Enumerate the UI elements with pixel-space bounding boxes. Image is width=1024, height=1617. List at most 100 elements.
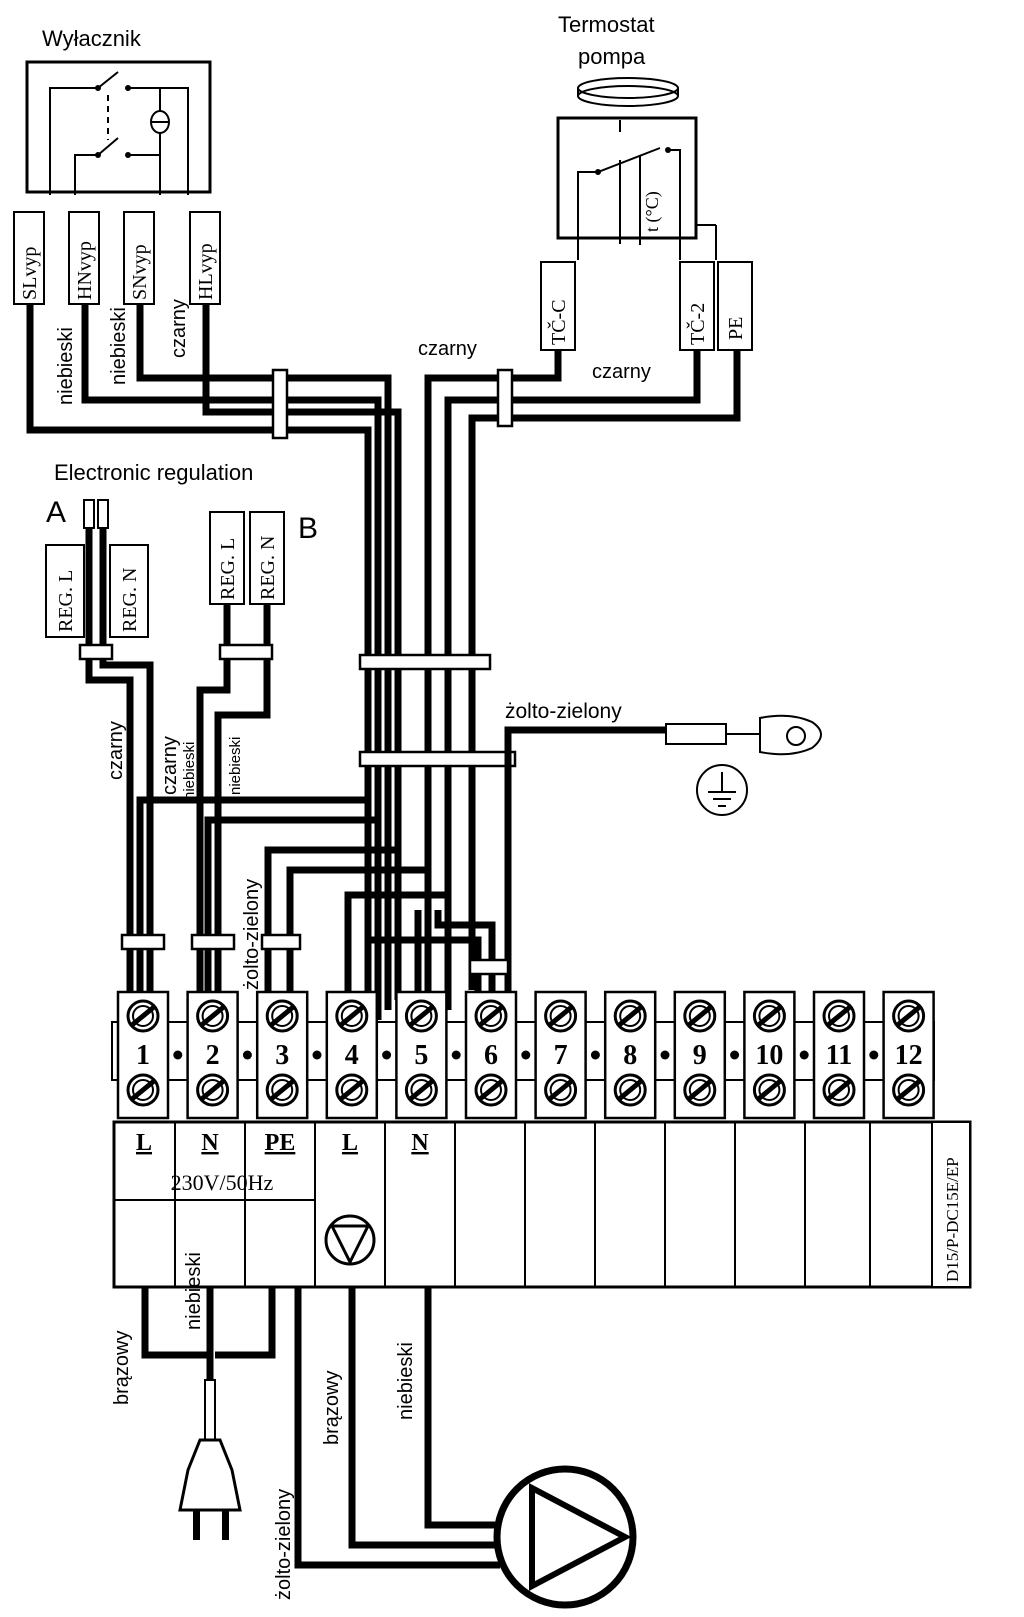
tag-pe: PE bbox=[725, 317, 747, 340]
terminal-6: 6 bbox=[464, 990, 518, 1120]
board-label-n2: N bbox=[411, 1130, 429, 1156]
tag-snvyp: SNvyp bbox=[129, 244, 151, 300]
screw-icon bbox=[822, 999, 856, 1033]
terminal-separator-dot bbox=[173, 1050, 183, 1060]
screw-icon bbox=[544, 999, 578, 1033]
tag-slvyp: SLvyp bbox=[19, 247, 41, 300]
cable-clamp-10 bbox=[468, 958, 510, 976]
terminal-separator-dot bbox=[451, 1050, 461, 1060]
screw-icon bbox=[474, 999, 508, 1033]
label-zolto-zielony-bottom: żolto-zielony bbox=[273, 1489, 295, 1600]
thermostat-tags: TČ-C TČ-2 PE bbox=[540, 261, 753, 351]
label-niebieski-bottom-1: niebieski bbox=[183, 1252, 205, 1330]
terminal-separator-dot bbox=[730, 1050, 740, 1060]
pump-icon bbox=[493, 1465, 637, 1609]
terminal-number: 1 bbox=[136, 1040, 150, 1071]
label-czarny-2: czarny bbox=[418, 338, 477, 360]
screw-icon bbox=[683, 999, 717, 1033]
cable-clamp-9 bbox=[260, 933, 302, 951]
board-label-l2: L bbox=[342, 1130, 358, 1156]
label-zolto-zielony-top: żolto-zielony bbox=[505, 700, 622, 723]
screw-icon bbox=[683, 1073, 717, 1107]
terminal-10: 10 bbox=[743, 990, 796, 1120]
label-czarny-b: czarny bbox=[159, 736, 181, 795]
tag-tc-c: TČ-C bbox=[546, 299, 570, 345]
thermostat-internals: t (°C) bbox=[577, 120, 681, 260]
screw-icon bbox=[126, 1073, 160, 1107]
switch-box bbox=[25, 60, 212, 194]
tag-hlvyp: HLvyp bbox=[195, 243, 217, 300]
terminal-11: 11 bbox=[812, 990, 866, 1120]
screw-icon bbox=[265, 1073, 299, 1107]
tag-reg-l-b: REG. L bbox=[217, 538, 239, 600]
label-niebieski-1: niebieski bbox=[55, 327, 77, 405]
regulation-a-plug bbox=[83, 499, 109, 650]
terminal-9: 9 bbox=[673, 990, 727, 1120]
terminal-number: 7 bbox=[554, 1040, 568, 1071]
label-niebieski-2: niebieski bbox=[108, 307, 130, 385]
screw-icon bbox=[404, 999, 438, 1033]
terminal-number: 2 bbox=[206, 1040, 220, 1071]
screw-icon bbox=[335, 1073, 369, 1107]
terminal-number: 8 bbox=[623, 1040, 637, 1071]
terminal-separator-dot bbox=[312, 1050, 322, 1060]
screw-icon bbox=[892, 1073, 926, 1107]
terminal-separator-dot bbox=[799, 1050, 809, 1060]
label-brazowy-2: brązowy bbox=[321, 1371, 343, 1445]
cable-clamp-5 bbox=[78, 643, 114, 661]
screw-icon bbox=[822, 1073, 856, 1107]
thermostat-title-2: pompa bbox=[578, 44, 646, 69]
label-zolto-zielony-mid: żolto-zielony bbox=[241, 879, 263, 990]
screw-icon bbox=[474, 1073, 508, 1107]
terminal-5: 5 bbox=[395, 990, 448, 1120]
upper-harness bbox=[26, 305, 741, 1025]
switch-internals bbox=[49, 71, 189, 195]
tag-reg-n-a: REG. N bbox=[119, 568, 141, 632]
screw-icon bbox=[196, 1073, 230, 1107]
terminal-7: 7 bbox=[534, 990, 587, 1120]
screw-icon bbox=[752, 1073, 786, 1107]
pump-symbol-icon bbox=[324, 1214, 376, 1266]
terminal-separator-dot bbox=[869, 1050, 879, 1060]
label-niebieski-bottom-2: niebieski bbox=[395, 1342, 417, 1420]
screw-icon bbox=[265, 999, 299, 1033]
screw-icon bbox=[544, 1073, 578, 1107]
cable-clamp-2 bbox=[496, 368, 514, 428]
tag-reg-l-a: REG. L bbox=[55, 570, 77, 632]
terminal-separator-dot bbox=[521, 1050, 531, 1060]
terminal-8: 8 bbox=[603, 990, 657, 1120]
thermostat-sensor-icon bbox=[577, 77, 679, 107]
label-niebieski-b1: niebieski bbox=[181, 742, 198, 800]
screw-icon bbox=[196, 999, 230, 1033]
screw-icon bbox=[613, 1073, 647, 1107]
cable-clamp-4 bbox=[358, 750, 517, 768]
terminal-separator-dot bbox=[242, 1050, 252, 1060]
bottom-harness bbox=[141, 1287, 500, 1569]
terminal-12: 12 bbox=[882, 990, 935, 1120]
tag-hnvyp: HNvyp bbox=[74, 241, 96, 300]
tag-tc-2: TČ-2 bbox=[685, 303, 709, 345]
screw-icon bbox=[126, 999, 160, 1033]
label-czarny-3: czarny bbox=[592, 361, 651, 383]
board-supply-label: 230V/50Hz bbox=[171, 1170, 274, 1195]
terminal-number: 4 bbox=[345, 1040, 359, 1071]
terminal-board bbox=[112, 1120, 972, 1289]
board-model-label: D15/P-DC15E/EP bbox=[943, 1157, 962, 1282]
board-column-labels: L N PE L N bbox=[136, 1130, 429, 1156]
regulation-tags-a: REG. L REG. N bbox=[45, 544, 149, 638]
regulation-label-a: A bbox=[46, 496, 66, 529]
thermostat-box bbox=[556, 116, 698, 240]
cable-clamp-7 bbox=[120, 933, 166, 951]
earth-symbol-icon bbox=[696, 764, 748, 816]
screw-icon bbox=[892, 999, 926, 1033]
switch-tags: SLvyp HNvyp SNvyp HLvyp bbox=[13, 211, 221, 305]
label-czarny-1: czarny bbox=[168, 299, 190, 358]
tag-reg-n-b: REG. N bbox=[257, 536, 279, 600]
cable-clamp-3 bbox=[358, 653, 492, 671]
terminal-number: 9 bbox=[693, 1040, 707, 1071]
regulation-tags-b: REG. L REG. N bbox=[209, 511, 285, 605]
cable-clamp-6 bbox=[218, 643, 274, 661]
screw-icon bbox=[404, 1073, 438, 1107]
